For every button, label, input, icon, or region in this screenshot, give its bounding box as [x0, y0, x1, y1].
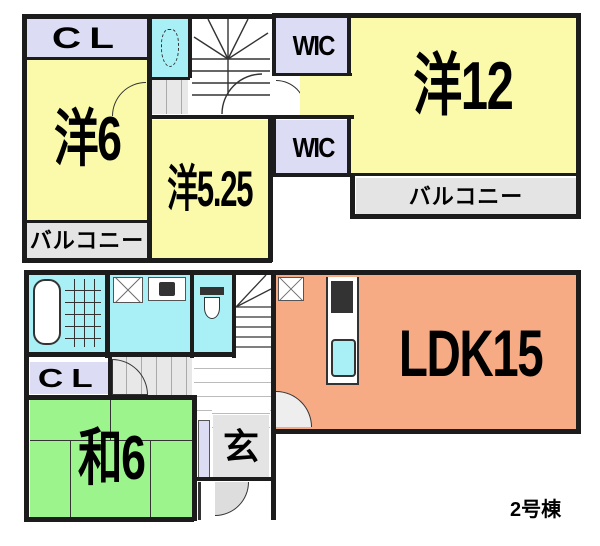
wall: [347, 14, 351, 76]
wall: [272, 13, 580, 18]
building-label: 2号棟: [510, 499, 562, 521]
western-room-12-extension: [300, 76, 352, 118]
shoe-cabinet: [198, 420, 210, 478]
wall: [27, 57, 147, 60]
wall: [272, 73, 352, 76]
western-room-5-25: 洋5.25: [152, 120, 268, 258]
second-floor-plan: CL 洋6 バルコニー: [0, 0, 600, 265]
entrance-label: 玄: [222, 425, 259, 467]
bathtub-icon: [33, 279, 61, 345]
closet-1f: CL: [30, 362, 108, 394]
wall: [268, 118, 273, 262]
wall: [24, 517, 194, 522]
toilet-icon: [161, 29, 179, 67]
western-room-12: 洋12: [350, 17, 576, 175]
toilet-bowl-icon: [204, 297, 220, 319]
wic-top-label: WIC: [292, 30, 335, 61]
bathroom: [28, 275, 105, 352]
entrance: 玄: [213, 415, 269, 478]
closet-2f-label: CL: [51, 22, 123, 55]
ldk-15-label: LDK15: [399, 315, 544, 390]
wall: [576, 270, 581, 434]
japanese-room-6: 和6: [30, 400, 192, 518]
balcony-right: バルコニー: [356, 178, 576, 215]
kitchen-counter: [326, 277, 359, 385]
wall: [232, 270, 236, 358]
toilet-2f: [152, 19, 188, 77]
tatami-line: [150, 440, 151, 518]
stairs-icon: [192, 18, 270, 115]
living-dining-kitchen-15: LDK15: [276, 275, 576, 430]
wall: [22, 14, 27, 262]
wall: [347, 115, 351, 177]
wall: [576, 13, 581, 218]
tatami-line: [30, 440, 192, 441]
wall: [188, 14, 192, 78]
sink-icon: [148, 277, 186, 301]
stairs-icon: [235, 274, 272, 348]
first-floor-plan: CL 和6 玄 LDK15: [0, 265, 600, 546]
wall: [350, 214, 581, 219]
wall: [150, 115, 274, 119]
sink-icon: [331, 339, 356, 377]
wall: [350, 175, 355, 219]
balcony-right-label: バルコニー: [408, 183, 524, 209]
washroom: [110, 275, 190, 352]
wall: [271, 270, 276, 520]
wall: [272, 173, 354, 177]
japanese-room-6-label: 和6: [77, 424, 146, 493]
wall: [24, 270, 581, 275]
hallway-landing-2f: [152, 80, 188, 114]
toilet-1f: [194, 275, 232, 352]
walk-in-closet-top: WIC: [276, 18, 350, 74]
wall: [24, 395, 196, 400]
closet-2f: CL: [27, 19, 147, 59]
western-room-12-label: 洋12: [413, 48, 514, 124]
walk-in-closet-bottom: WIC: [276, 120, 350, 175]
western-room-6-label: 洋6: [53, 105, 122, 174]
wall: [190, 270, 194, 358]
wall: [197, 477, 271, 481]
western-room-6: 洋6: [27, 60, 147, 220]
wall: [27, 220, 147, 223]
tatami-line: [110, 400, 111, 440]
wall: [272, 115, 276, 177]
wall: [272, 429, 581, 434]
wall: [350, 173, 580, 176]
wic-bottom-label: WIC: [292, 131, 335, 163]
stairs-2f[interactable]: [192, 18, 270, 115]
wall: [272, 14, 276, 76]
wall: [147, 14, 152, 262]
shower-tile-icon: [65, 279, 101, 347]
balcony-left-label: バルコニー: [29, 227, 145, 253]
western-room-5-25-label: 洋5.25: [167, 161, 253, 217]
wall: [192, 395, 197, 521]
wall: [24, 352, 236, 357]
closet-1f-label: CL: [37, 363, 101, 393]
stove-icon: [331, 281, 353, 313]
wall: [272, 115, 354, 119]
tatami-line: [70, 440, 71, 518]
toilet-icon: [200, 287, 224, 295]
wall: [108, 357, 112, 397]
wall: [150, 77, 190, 80]
wall: [105, 270, 110, 358]
fridge-icon: [278, 277, 304, 301]
washing-machine-icon: [113, 277, 143, 303]
balcony-left: バルコニー: [27, 223, 147, 258]
